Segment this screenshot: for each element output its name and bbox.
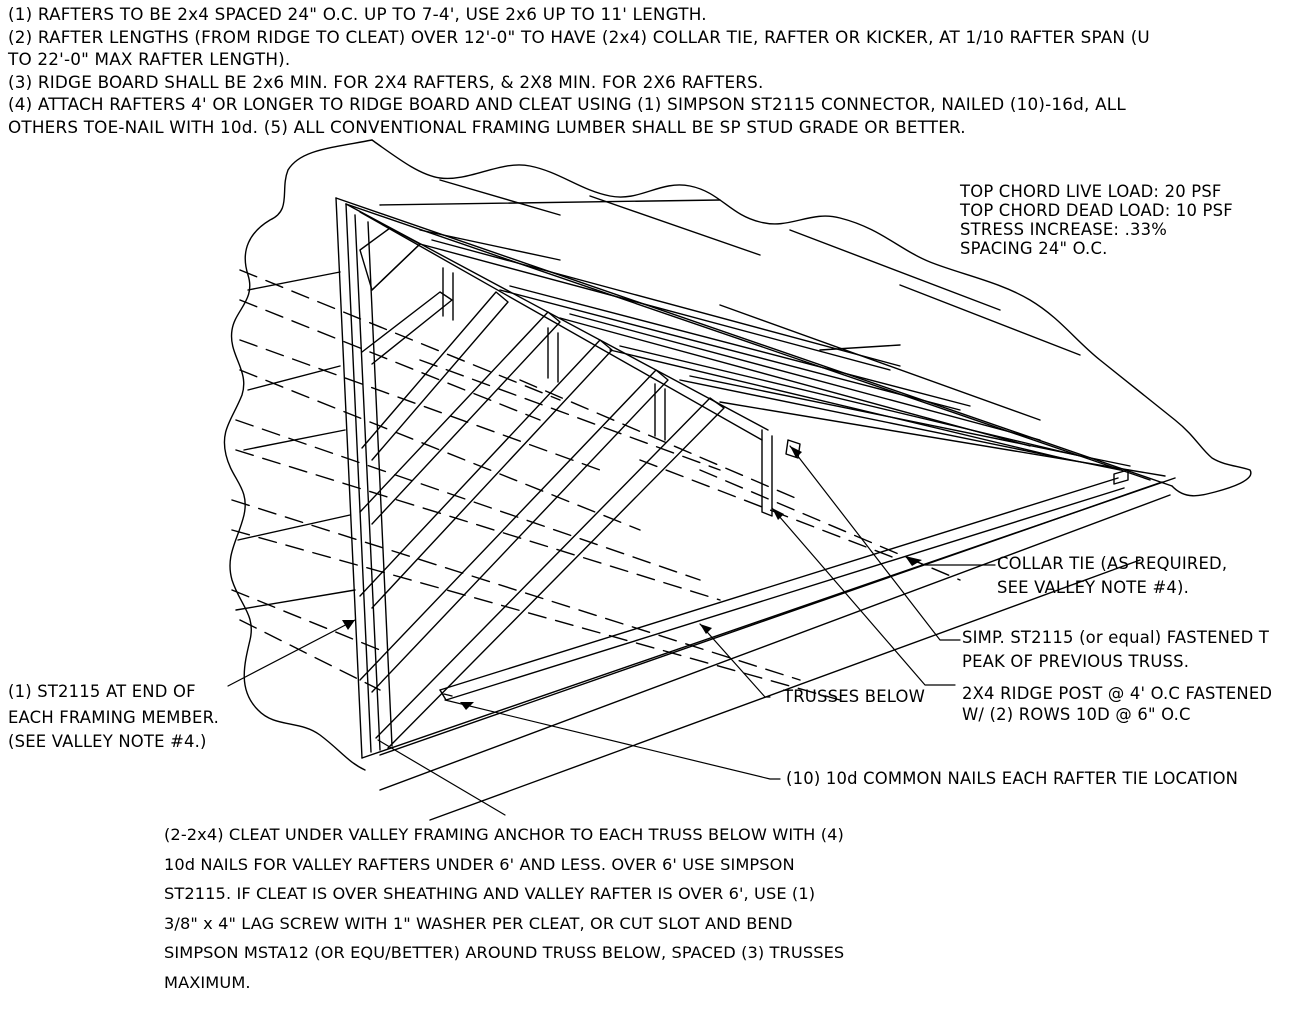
collar-tie-label-1: COLLAR TIE (AS REQUIRED, bbox=[997, 554, 1228, 573]
st2115-peak-label-2: PEAK OF PREVIOUS TRUSS. bbox=[962, 652, 1190, 671]
sheathing-outline bbox=[223, 139, 373, 771]
note-line-6: OTHERS TOE-NAIL WITH 10d. (5) ALL CONVEN… bbox=[8, 116, 966, 137]
design-loads: TOP CHORD LIVE LOAD: 20 PSF TOP CHORD DE… bbox=[960, 182, 1233, 258]
leaders bbox=[227, 445, 996, 816]
st2115-peak-label-1: SIMP. ST2115 (or equal) FASTENED T bbox=[962, 628, 1270, 647]
live-load: TOP CHORD LIVE LOAD: 20 PSF bbox=[960, 182, 1222, 201]
cleat-line-1: (2-2x4) CLEAT UNDER VALLEY FRAMING ANCHO… bbox=[164, 825, 844, 844]
note-line-4: (3) RIDGE BOARD SHALL BE 2x6 MIN. FOR 2X… bbox=[8, 71, 764, 92]
stress-increase: STRESS INCREASE: .33% bbox=[960, 220, 1168, 239]
upper-rafters bbox=[419, 239, 1166, 477]
st2115-end-label-1: (1) ST2115 AT END OF bbox=[8, 682, 196, 701]
note-line-5: (4) ATTACH RAFTERS 4' OR LONGER TO RIDGE… bbox=[8, 94, 1126, 114]
ridge-posts bbox=[442, 267, 773, 517]
trusses-below bbox=[231, 269, 961, 701]
collar-tie-label-2: SEE VALLEY NOTE #4). bbox=[997, 578, 1190, 597]
ridge-post-label-2: W/ (2) ROWS 10D @ 6" O.C bbox=[962, 705, 1191, 724]
spacing: SPACING 24" O.C. bbox=[960, 239, 1108, 258]
note-line-1: (1) RAFTERS TO BE 2x4 SPACED 24" O.C. UP… bbox=[8, 4, 707, 24]
nails-label: (10) 10d COMMON NAILS EACH RAFTER TIE LO… bbox=[786, 769, 1239, 788]
cleat-line-4: 3/8" x 4" LAG SCREW WITH 1" WASHER PER C… bbox=[164, 913, 793, 933]
st2115-end-label-3: (SEE VALLEY NOTE #4.) bbox=[8, 732, 207, 751]
cleat-line-6: MAXIMUM. bbox=[164, 972, 251, 992]
ridge-post-label-1: 2X4 RIDGE POST @ 4' O.C FASTENED bbox=[962, 684, 1273, 703]
note-line-3: TO 22'-0" MAX RAFTER LENGTH). bbox=[8, 49, 291, 69]
valley-left-edge bbox=[335, 197, 363, 759]
cleat-line-2: 10d NAILS FOR VALLEY RAFTERS UNDER 6' AN… bbox=[164, 854, 795, 874]
cleat-line-3: ST2115. IF CLEAT IS OVER SHEATHING AND V… bbox=[164, 884, 816, 903]
note-line-2: (2) RAFTER LENGTHS (FROM RIDGE TO CLEAT)… bbox=[8, 26, 1150, 47]
st2115-end-label-2: EACH FRAMING MEMBER. bbox=[8, 708, 220, 727]
trusses-below-label: TRUSSES BELOW bbox=[783, 687, 926, 706]
ridge-board bbox=[345, 203, 769, 441]
cleat-line-5: SIMPSON MSTA12 (OR EQU/BETTER) AROUND TR… bbox=[164, 943, 845, 962]
collar-tie bbox=[439, 477, 1125, 701]
cleat-note: (2-2x4) CLEAT UNDER VALLEY FRAMING ANCHO… bbox=[164, 820, 844, 997]
rafters bbox=[359, 227, 725, 749]
arrowheads bbox=[342, 446, 922, 710]
dead-load: TOP CHORD DEAD LOAD: 10 PSF bbox=[960, 201, 1233, 220]
general-notes: (1) RAFTERS TO BE 2x4 SPACED 24" O.C. UP… bbox=[8, 3, 1294, 138]
